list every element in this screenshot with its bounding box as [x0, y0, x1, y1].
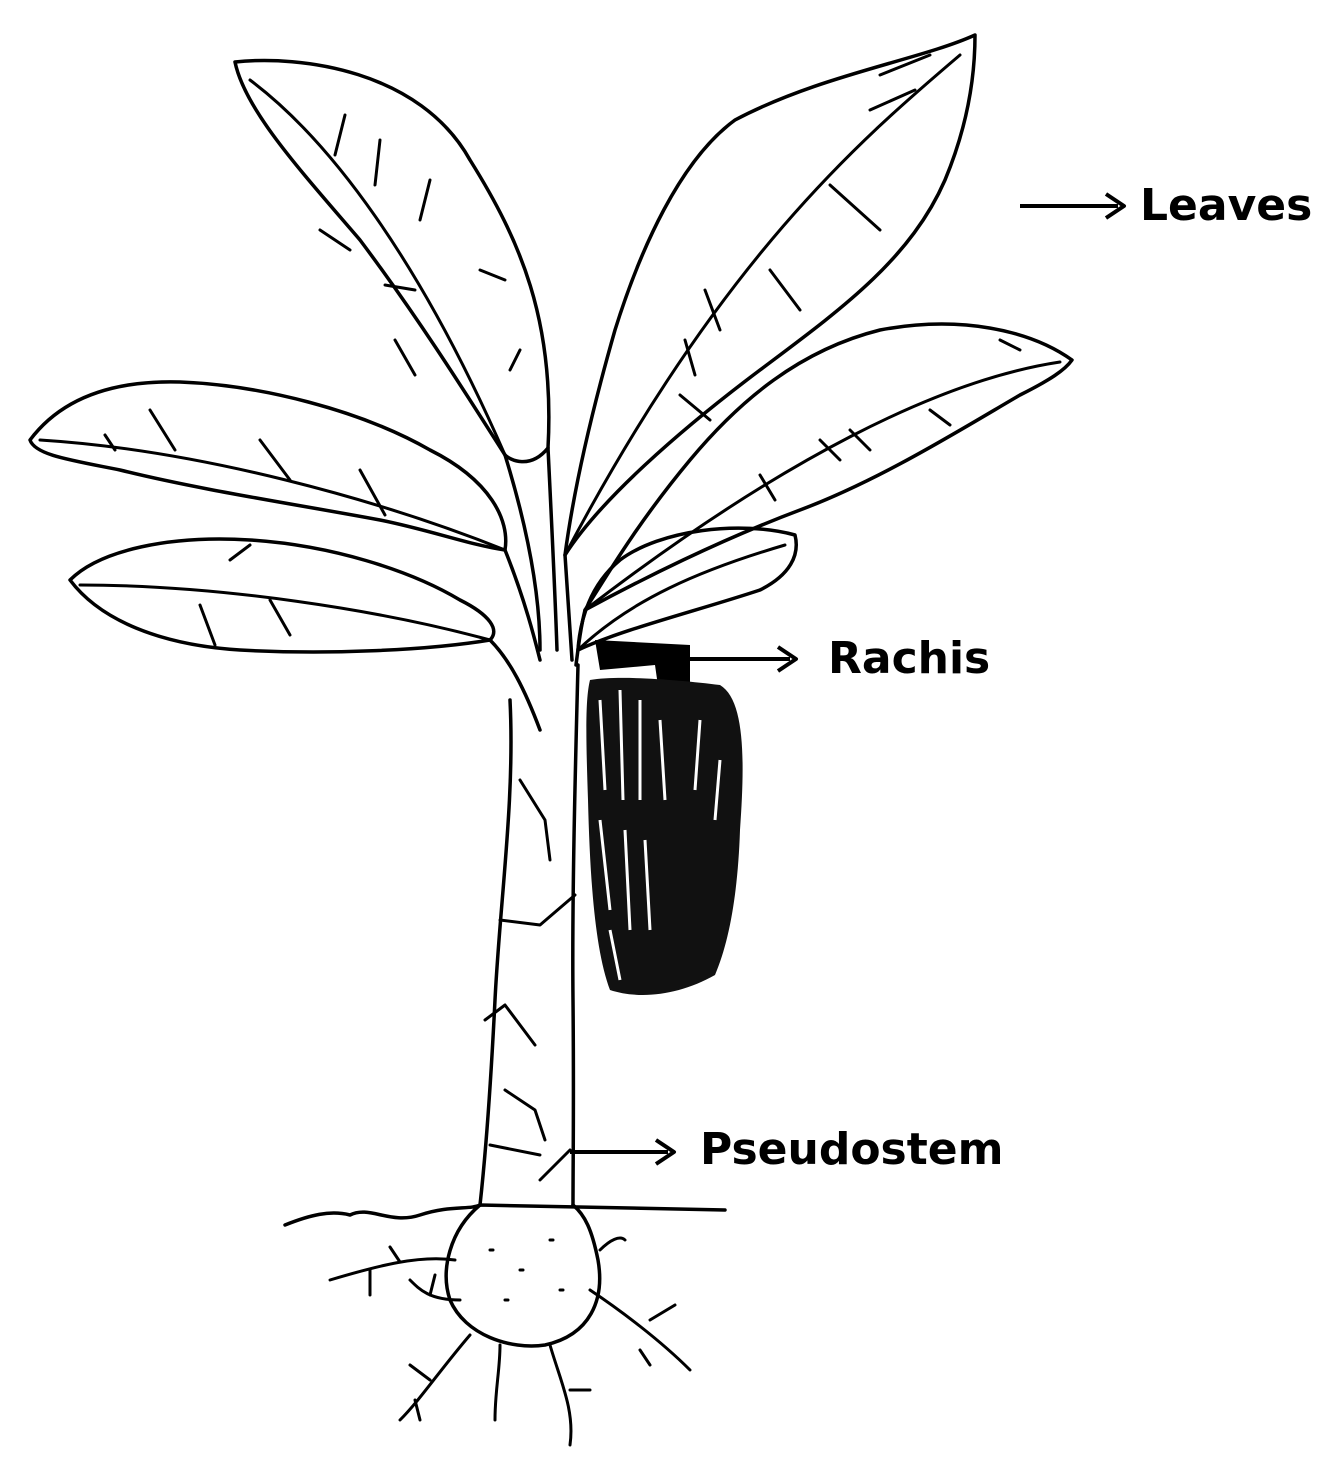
pseudostem [478, 663, 580, 1207]
leaf-top-right [563, 33, 977, 557]
ground-line [283, 1203, 727, 1227]
banana-bunch [586, 677, 743, 995]
pseudostem-arrow [570, 1138, 676, 1166]
rachis-arrow [662, 645, 798, 673]
pseudostem-label: Pseudostem [700, 1124, 1004, 1175]
leaf-lower-left [68, 537, 496, 654]
petioles [488, 446, 587, 732]
leaf-middle-right [583, 322, 1074, 612]
leaf-top-left [233, 58, 551, 464]
leaves-arrow [1020, 192, 1126, 220]
rachis-label: Rachis [828, 633, 991, 684]
roots [328, 1236, 692, 1447]
leaf-middle-left [28, 380, 508, 552]
corm [444, 1203, 602, 1348]
leaves-label: Leaves [1140, 180, 1313, 231]
